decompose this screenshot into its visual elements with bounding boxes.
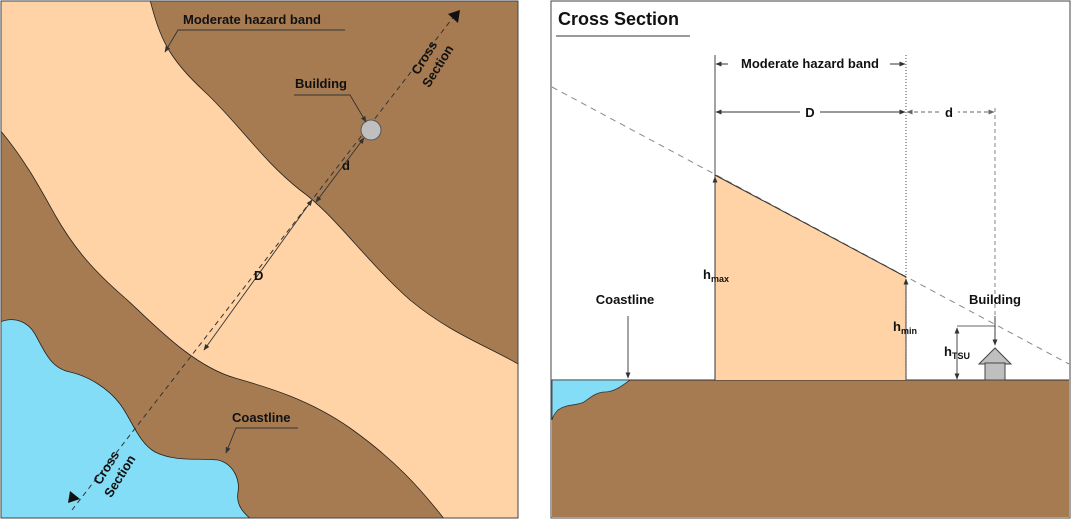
section-ground bbox=[552, 380, 1069, 517]
section-d-label-bg bbox=[940, 103, 958, 121]
section-label-htsu: hTSU bbox=[944, 344, 970, 361]
plan-dimension-D bbox=[203, 199, 313, 351]
plan-water bbox=[1, 319, 251, 518]
plan-label-building: Building bbox=[295, 76, 347, 91]
section-hazard-area bbox=[715, 175, 906, 380]
plan-label-d: d bbox=[342, 158, 350, 173]
section-D-label-bg bbox=[800, 103, 820, 121]
section-profile-solid bbox=[714, 174, 907, 278]
section-title: Cross Section bbox=[558, 9, 679, 29]
section-label-coastline: Coastline bbox=[596, 292, 655, 307]
plan-building-leader bbox=[294, 94, 367, 123]
plan-label-hazard-band: Moderate hazard band bbox=[183, 12, 321, 27]
plan-view: Moderate hazard band Building Coastline … bbox=[0, 0, 519, 519]
plan-label-coastline: Coastline bbox=[232, 410, 291, 425]
house-icon bbox=[977, 347, 1013, 381]
section-label-building: Building bbox=[969, 292, 1021, 307]
triangle-arrow-icon bbox=[68, 491, 80, 503]
circle-marker-icon bbox=[360, 119, 382, 141]
section-label-D: D bbox=[805, 105, 814, 120]
plan-label-D: D bbox=[254, 268, 263, 283]
section-label-hmin: hmin bbox=[893, 319, 917, 336]
section-label-d: d bbox=[945, 105, 953, 120]
cross-section-view: Cross Section Moderate hazard band D d h… bbox=[550, 0, 1071, 519]
section-band-label-bg bbox=[728, 54, 890, 72]
plan-dimension-d bbox=[315, 137, 365, 203]
plan-frame bbox=[0, 0, 519, 519]
section-label-hazard-band: Moderate hazard band bbox=[741, 56, 879, 71]
triangle-arrow-icon bbox=[448, 10, 460, 23]
section-water bbox=[551, 379, 632, 421]
plan-coastline-leader bbox=[225, 427, 298, 454]
plan-hazard-leader bbox=[164, 29, 345, 53]
section-profile-line bbox=[551, 86, 1070, 365]
section-label-hmax: hmax bbox=[703, 267, 729, 284]
